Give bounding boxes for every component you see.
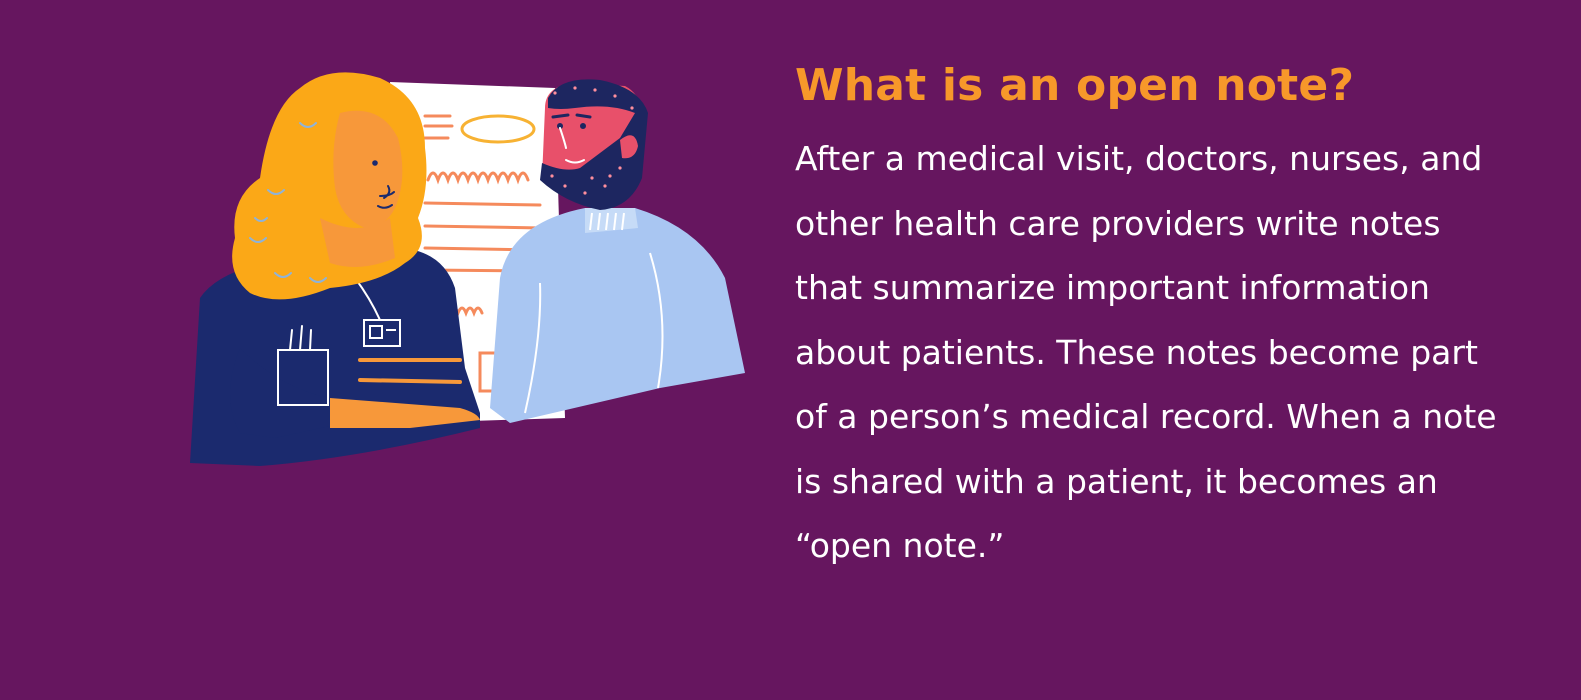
open-note-text: What is an open note? After a medical vi… [795,57,1535,579]
section-heading: What is an open note? [795,60,1355,111]
illustration-svg [190,72,745,466]
section-body: After a medical visit, doctors, nurses, … [795,139,1497,565]
clinician-patient-illustration [180,68,755,473]
clinician-illustration [190,72,480,466]
patient-illustration [490,79,745,423]
